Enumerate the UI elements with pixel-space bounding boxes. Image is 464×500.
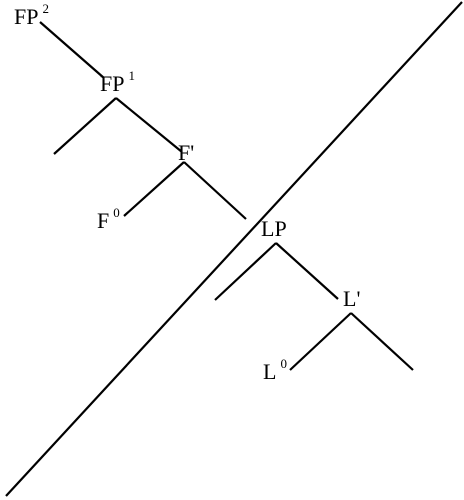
node-l0: L 0 xyxy=(263,356,287,384)
node-fp1: FP 1 xyxy=(100,68,135,96)
branch-lbar-l0 xyxy=(289,312,352,371)
branch-lp-lbar xyxy=(275,242,339,300)
branch-fp1-left xyxy=(53,97,117,155)
branch-fbar-lp xyxy=(183,161,247,220)
node-fp2-base: FP xyxy=(14,4,38,29)
node-lp: LP xyxy=(261,216,287,241)
node-l0-base: L xyxy=(263,359,276,384)
branch-fp2-fp1 xyxy=(39,21,105,79)
diagonal-divider-line xyxy=(5,1,463,497)
node-f0-sup: 0 xyxy=(113,205,120,220)
node-f0-base: F xyxy=(97,208,109,233)
node-fp2: FP 2 xyxy=(14,1,49,29)
branch-fbar-f0 xyxy=(123,161,185,217)
node-l-bar: L' xyxy=(343,286,360,311)
node-l0-sup: 0 xyxy=(280,356,287,371)
branch-lp-left xyxy=(214,242,277,301)
node-fp1-base: FP xyxy=(100,71,124,96)
node-fp1-sup: 1 xyxy=(128,68,135,83)
node-f-bar: F' xyxy=(178,140,194,165)
node-fp2-sup: 2 xyxy=(42,1,49,16)
node-f0: F 0 xyxy=(97,205,120,233)
branch-fp1-fbar xyxy=(115,97,183,153)
branch-lbar-right xyxy=(350,312,414,371)
